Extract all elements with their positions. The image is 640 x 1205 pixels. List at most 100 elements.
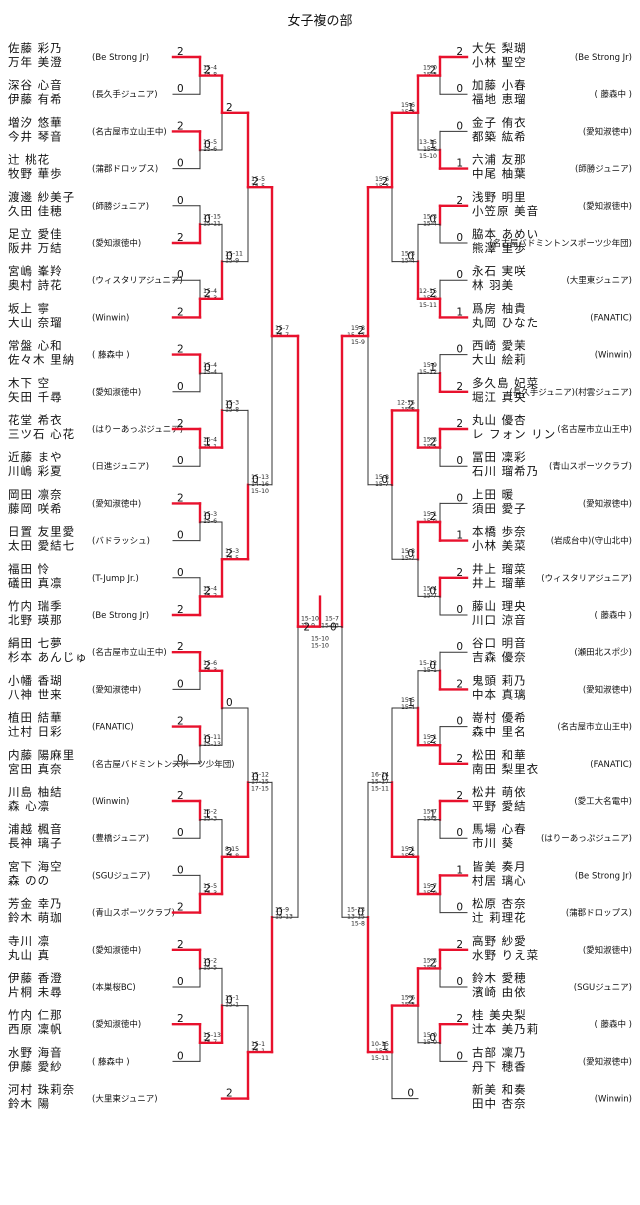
match-score-top: 2 (429, 957, 436, 969)
match-score-bottom: 0 (177, 530, 184, 542)
player-name: 中尾 柚葉 (472, 167, 527, 181)
game-score: 15-13 (347, 906, 365, 913)
match-score-bottom: 0 (456, 1050, 463, 1062)
player-name: 今井 琴音 (8, 129, 63, 143)
player-name: 丸山 真 (8, 948, 50, 962)
player-name: 辻村 日彩 (8, 725, 63, 739)
game-score: 15-0 (423, 1032, 437, 1039)
match-score-top: 2 (177, 641, 184, 653)
player-name: 松田 和華 (472, 748, 527, 762)
match-score-bottom: 0 (177, 976, 184, 988)
game-score: 15-11 (203, 734, 221, 741)
semi-score-top: 2 (357, 325, 364, 337)
player-name: 西原 凜帆 (8, 1022, 63, 1036)
player-name: 浦越 楓音 (8, 822, 63, 836)
player-name: 北野 瑛那 (8, 613, 63, 627)
game-score: 15-5 (251, 176, 265, 183)
match-score-bottom: 1 (456, 306, 463, 318)
match-score-bottom: 0 (429, 585, 436, 597)
club-name: (長久手ジュニア)(村雲ジュニア) (509, 387, 632, 398)
player-name: 辻本 美乃莉 (472, 1022, 539, 1036)
club-name: (青山スポーツクラブ) (92, 908, 175, 919)
player-name: 川島 柚結 (8, 785, 63, 799)
final-score-left: 2 (303, 622, 310, 634)
match-score-bottom: 2 (177, 306, 184, 318)
player-name: 林 羽美 (472, 278, 514, 292)
game-score: 15-4 (203, 65, 217, 72)
match-score-top: 0 (429, 213, 436, 225)
match-score-bottom: 0 (204, 734, 211, 746)
player-name: 松井 萌依 (472, 785, 527, 799)
player-name: 阪井 万結 (8, 241, 63, 255)
club-name: (名古屋バドミントンスポーツ少年団) (489, 238, 632, 249)
match-score-top: 2 (177, 344, 184, 356)
player-name: 福地 恵瑠 (472, 92, 527, 106)
game-score: 15-4 (203, 437, 217, 444)
match-score-bottom: 1 (429, 139, 436, 151)
game-score: 15-3 (423, 437, 437, 444)
match-score-bottom: 2 (177, 232, 184, 244)
match-score-top: 2 (177, 46, 184, 58)
player-name: 新美 和奏 (472, 1083, 527, 1097)
game-score: 15-8 (351, 920, 365, 927)
player-name: 伊藤 愛紗 (8, 1059, 63, 1073)
game-score: 15-4 (203, 288, 217, 295)
player-name: 坂上 寧 (8, 301, 50, 315)
club-name: (SGUジュニア) (92, 871, 150, 881)
game-score: 17-15 (203, 213, 221, 220)
game-score: 15-9 (423, 362, 437, 369)
game-score: 15-10 (301, 616, 319, 623)
game-score: 15-3 (225, 548, 239, 555)
club-name: (ウィスタリアジュニア) (92, 276, 183, 286)
club-name: (名古屋市立山王中) (557, 424, 632, 435)
match-score-top: 0 (177, 269, 184, 281)
match-score-bottom: 0 (177, 1050, 184, 1062)
match-score-top: 1 (456, 864, 463, 876)
game-score: 15-10 (251, 488, 269, 495)
match-score-top: 0 (456, 120, 463, 132)
player-name: 上田 暖 (472, 487, 514, 501)
match-score-top: 0 (177, 864, 184, 876)
player-name: 熊澤 里歩 (472, 241, 527, 255)
player-name: 森中 里名 (472, 725, 527, 739)
player-name: 桂 美央梨 (472, 1008, 527, 1022)
player-name: 多久島 妃菜 (472, 376, 539, 390)
final-game-score: 15-10 (311, 643, 329, 650)
game-score: 15-6 (203, 660, 217, 667)
club-name: (愛知淑徳中) (583, 684, 632, 695)
player-name: レ フォン リン (472, 427, 556, 441)
club-name: (青山スポーツクラブ) (549, 461, 632, 472)
match-score-bottom: 0 (456, 902, 463, 914)
player-name: 田中 杏奈 (472, 1097, 527, 1111)
club-name: (ウィスタリアジュニア) (541, 574, 632, 584)
match-score-bottom: 0 (456, 232, 463, 244)
game-score: 15-8 (401, 548, 415, 555)
game-score: 15-4 (203, 585, 217, 592)
match-score-bottom: 2 (177, 604, 184, 616)
club-name: (師勝ジュニア) (575, 164, 632, 175)
match-score-bottom: 1 (456, 530, 463, 542)
player-name: 丸山 優杏 (472, 413, 527, 427)
club-name: ( 藤森中 ) (594, 610, 632, 621)
match-score-bottom: 1 (204, 437, 211, 449)
game-score: 15-11 (371, 1055, 389, 1062)
player-name: 市川 葵 (472, 836, 514, 850)
game-score: 15-1 (401, 846, 415, 853)
game-score: 17-15 (251, 785, 269, 792)
game-score: 15-5 (203, 883, 217, 890)
match-score-top: 2 (381, 176, 388, 188)
player-name: 森 心凛 (8, 799, 50, 813)
player-name: 松原 杏奈 (472, 897, 527, 911)
match-score-bottom: 0 (456, 455, 463, 467)
match-score-top: 0 (456, 269, 463, 281)
match-score-top: 1 (429, 362, 436, 374)
match-score-bottom: 1 (381, 1041, 388, 1053)
player-name: 三ツ石 心花 (8, 427, 75, 441)
match-score-top: 2 (456, 1013, 463, 1025)
club-name: (愛知淑徳中) (92, 238, 141, 249)
match-score-top: 1 (429, 809, 436, 821)
club-name: (豊橋ジュニア) (92, 833, 149, 844)
player-name: 伊藤 有希 (8, 92, 63, 106)
match-score-top: 0 (204, 511, 211, 523)
player-name: 丹下 穂香 (472, 1059, 527, 1073)
